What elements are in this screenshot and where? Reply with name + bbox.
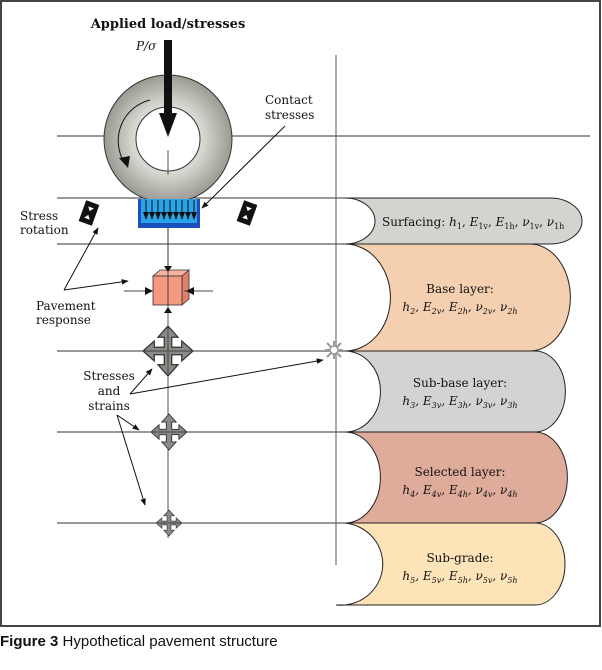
layer-subgrade [335,522,566,606]
figure-number: Figure 3 [0,633,59,650]
stresses-strains-label-1: Stresses [83,369,134,383]
figure-title: Hypothetical pavement structure [62,633,278,650]
applied-load-label: Applied load/stresses [90,17,246,32]
subgrade-name: Sub-grade: [426,551,493,565]
selected-layer-name: Selected layer: [414,465,505,479]
pavement-response-label-2: response [36,313,91,327]
layer-surfacing [344,197,583,245]
pavement-response-pointer-1 [63,227,99,291]
stresses-strains-pointer-1 [129,368,153,395]
element-cube-icon [124,266,213,313]
stresses-strains-pointer-3 [116,414,140,431]
load-arrow-icon [159,40,177,137]
stresses-strains-pointer-2 [129,358,324,395]
stress-rotation-icon-right [236,200,258,226]
stresses-strains-label-3: strains [88,399,130,413]
figure-caption: Figure 3 Hypothetical pavement structure [0,633,278,650]
subbase-layer-name: Sub-base layer: [413,376,507,390]
stress-rotation-label-2: rotation [20,223,69,237]
wheel-icon [103,74,233,204]
layer-subbase [344,350,566,433]
pavement-response-pointer-2 [63,279,129,291]
contact-stresses-label-2: stresses [265,108,314,122]
layer-base [344,243,571,352]
contact-stresses-label-1: Contact [265,93,313,107]
contact-stresses-pointer [201,125,286,209]
base-layer-name: Base layer: [426,282,494,296]
surfacing-label: Surfacing: h1, E1v, E1h, ν1v, ν1h [382,215,564,231]
stress-rotation-label-1: Stress [20,209,58,223]
contact-stress-patch-icon [138,199,200,228]
stress-strain-cross-icon-medium [150,413,188,451]
stresses-strains-pointer-4 [116,414,146,506]
stress-strain-cross-icon-large [142,325,194,377]
stress-rotation-icon-left [78,200,100,226]
layer-boundaries [57,135,590,524]
load-symbol-label: P/σ [135,39,157,53]
stress-strain-cross-icon-small [155,509,183,537]
pavement-response-label-1: Pavement [36,299,96,313]
figure-frame [0,0,601,627]
interface-star-icon [325,341,343,359]
stresses-strains-label-2: and [98,384,121,398]
